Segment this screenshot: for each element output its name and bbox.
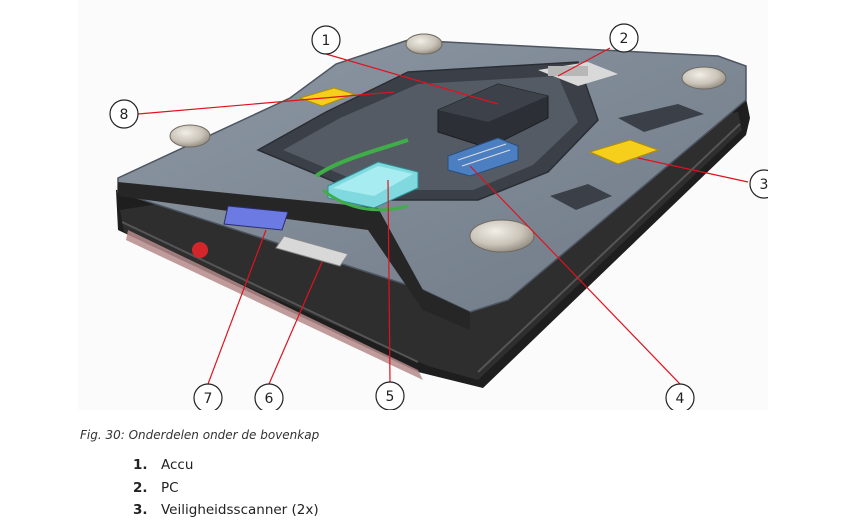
callout-1: 1 [311, 25, 341, 55]
green-wiring [314, 138, 409, 212]
front-display [223, 205, 289, 231]
list-item: 2. PC [133, 477, 319, 500]
callout-line-1 [325, 53, 499, 105]
callout-line-8 [137, 91, 395, 115]
callout-line-5 [387, 179, 391, 383]
callout-6: 6 [254, 383, 284, 410]
list-item-number: 3. [133, 502, 148, 518]
emergency-stop [192, 242, 208, 258]
callout-2: 2 [609, 23, 639, 53]
callout-line-7 [207, 229, 267, 385]
safety-scanner-left [298, 87, 356, 107]
callout-5: 5 [375, 381, 405, 410]
list-item-label: PC [161, 479, 179, 496]
list-item: 1. Accu [133, 454, 319, 477]
list-item-label: Veiligheidsscanner (2x) [161, 502, 319, 518]
callout-4-label: 4 [676, 391, 685, 407]
callout-3-label: 3 [760, 177, 768, 193]
robot-figure: 1 2 3 4 5 6 7 [78, 0, 768, 410]
cooling-block [327, 161, 419, 209]
callout-8-label: 8 [120, 107, 129, 123]
foot-back-left [405, 33, 443, 55]
front-sensor [275, 235, 349, 267]
list-item-number: 2. [133, 479, 148, 496]
parts-list: 1. Accu 2. PC 3. Veiligheidsscanner (2x) [133, 454, 319, 522]
callout-4: 4 [665, 383, 695, 410]
callout-7-label: 7 [204, 391, 213, 407]
callout-markers: 1 2 3 4 5 6 7 [109, 23, 768, 410]
foot-front-left [169, 124, 211, 148]
foot-front-right [469, 219, 535, 253]
callout-lines [137, 47, 749, 385]
figure-caption: Fig. 30: Onderdelen onder de bovenkap [80, 428, 320, 442]
callout-7: 7 [193, 383, 223, 410]
front-panel [118, 182, 470, 330]
list-item: 3. Veiligheidsscanner (2x) [133, 499, 319, 522]
callout-line-2 [557, 47, 611, 77]
callout-3: 3 [749, 169, 768, 199]
callout-line-4 [469, 165, 681, 385]
list-item-number: 1. [133, 457, 148, 473]
callout-5-label: 5 [386, 389, 395, 405]
foot-back-right [681, 66, 727, 90]
callout-2-label: 2 [620, 31, 629, 47]
callout-8: 8 [109, 99, 139, 129]
callout-line-6 [268, 261, 323, 385]
callout-1-label: 1 [322, 33, 331, 49]
connector-bank [447, 137, 519, 177]
safety-scanner-right [588, 139, 660, 165]
callout-6-label: 6 [265, 391, 274, 407]
list-item-label: Accu [161, 457, 194, 473]
robot-illustration: 1 2 3 4 5 6 7 [78, 0, 768, 410]
callout-line-3 [637, 157, 749, 183]
